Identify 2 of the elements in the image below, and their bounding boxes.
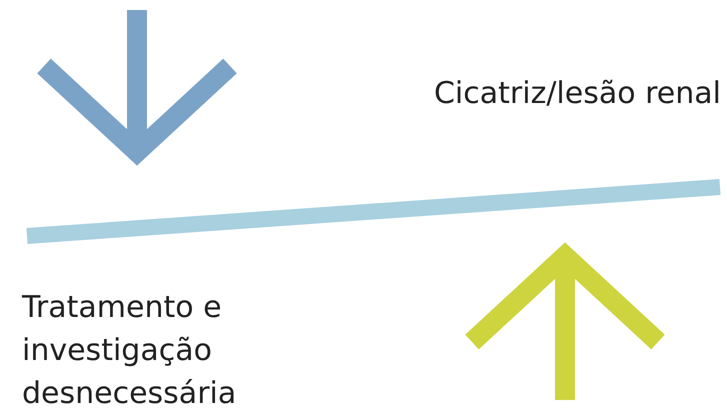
label-text: Tratamento e investigação desnecessária [22, 289, 238, 413]
label-text: Cicatriz/lesão renal [434, 76, 721, 111]
